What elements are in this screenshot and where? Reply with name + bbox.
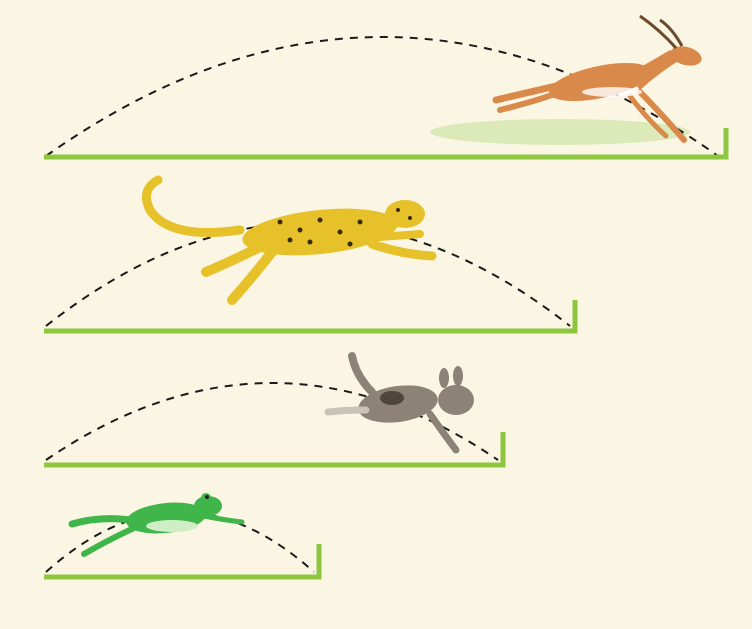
scene-svg [0, 0, 752, 629]
jump-comparison-illustration [0, 0, 752, 629]
